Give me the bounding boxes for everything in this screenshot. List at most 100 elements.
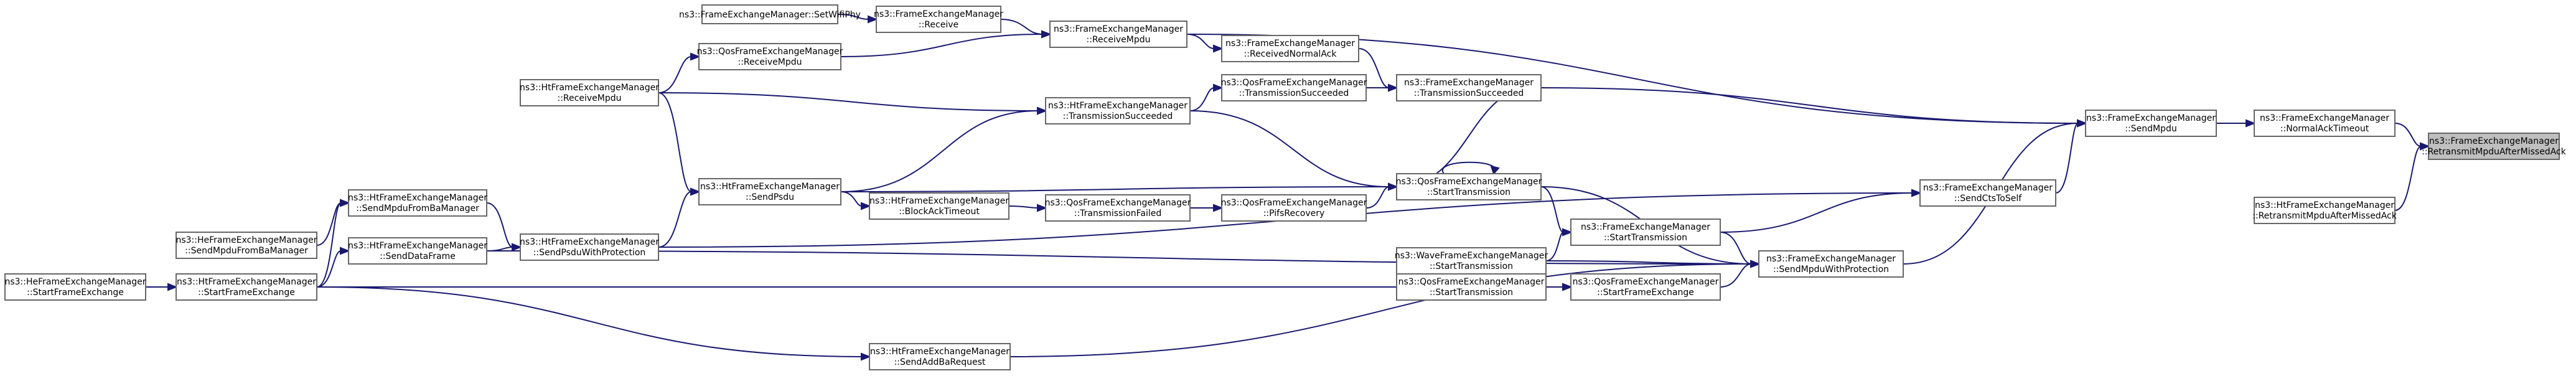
- graph-node[interactable]: ns3::FrameExchangeManager::ReceivedNorma…: [1221, 35, 1359, 62]
- node-box: [869, 343, 1011, 370]
- graph-edge: [658, 92, 701, 196]
- graph-node[interactable]: ns3::FrameExchangeManager::ReceiveMpdu: [1049, 21, 1187, 48]
- node-label-line1: ns3::HtFrameExchangeManager: [700, 182, 840, 192]
- graph-node[interactable]: ns3::FrameExchangeManager::Receive: [874, 6, 1003, 33]
- node-label-line2: ::NormalAckTimeout: [2280, 124, 2369, 134]
- node-label-line1: ns3::FrameExchangeManager: [1581, 222, 1710, 232]
- graph-node[interactable]: ns3::HtFrameExchangeManager::RetransmitM…: [2252, 197, 2397, 224]
- node-label-line2: ::StartFrameExchange: [198, 288, 295, 298]
- node-box: [1045, 97, 1191, 125]
- graph-node[interactable]: ns3::QosFrameExchangeManager::ReceiveMpd…: [697, 43, 843, 70]
- node-label-line1: ns3::FrameExchangeManager: [1923, 183, 2053, 193]
- node-box: [701, 4, 838, 24]
- graph-edge: [840, 182, 1398, 192]
- graph-node[interactable]: ns3::HtFrameExchangeManager::StartFrameE…: [176, 273, 317, 301]
- node-label-line2: ::SendDataFrame: [380, 251, 456, 261]
- node-box: [176, 232, 317, 259]
- graph-node[interactable]: ns3::HtFrameExchangeManager::ReceiveMpdu: [520, 79, 659, 106]
- node-box: [348, 237, 487, 265]
- node-label-line2: ::SendAddBaRequest: [894, 357, 986, 367]
- graph-node[interactable]: ns3::FrameExchangeManager::RetransmitMpd…: [2422, 133, 2567, 160]
- node-label-line1: ns3::FrameExchangeManager: [2260, 113, 2389, 123]
- node-box: [1919, 179, 2056, 207]
- node-label-line2: ::BlockAckTimeout: [899, 207, 980, 217]
- graph-node[interactable]: ns3::FrameExchangeManager::TransmissionS…: [1396, 74, 1542, 101]
- node-box: [1570, 273, 1721, 301]
- graph-node[interactable]: ns3::FrameExchangeManager::SendMpdu: [2085, 110, 2217, 137]
- node-label-line1: ns3::FrameExchangeManager: [2086, 113, 2216, 123]
- graph-edge: [2216, 119, 2256, 128]
- node-box: [2254, 197, 2396, 224]
- graph-node[interactable]: ns3::HeFrameExchangeManager::StartFrameE…: [4, 273, 146, 301]
- graph-edge: [2394, 142, 2430, 211]
- node-label-line2: ::ReceivedNormalAck: [1244, 49, 1337, 59]
- node-label-line1: ns3::HtFrameExchangeManager: [869, 196, 1009, 206]
- graph-node[interactable]: ns3::HtFrameExchangeManager::SendMpduFro…: [348, 189, 487, 217]
- node-label-line1: ns3::HtFrameExchangeManager: [348, 193, 487, 203]
- graph-node[interactable]: ns3::FrameExchangeManager::NormalAckTime…: [2254, 110, 2396, 137]
- graph-node[interactable]: ns3::QosFrameExchangeManager::Transmissi…: [1045, 194, 1191, 222]
- node-label-line1: ns3::HtFrameExchangeManager: [870, 347, 1009, 357]
- node-box: [1221, 194, 1367, 222]
- node-label-line1: ns3::FrameExchangeManager: [1054, 24, 1183, 34]
- node-label-line1: ns3::QosFrameExchangeManager: [697, 47, 843, 57]
- node-box: [698, 178, 841, 205]
- node-label-line1: ns3::QosFrameExchangeManager: [1396, 177, 1542, 187]
- node-box: [2254, 110, 2396, 137]
- graph-node[interactable]: ns3::QosFrameExchangeManager::PifsRecove…: [1221, 194, 1367, 222]
- graph-node[interactable]: ns3::FrameExchangeManager::StartTransmis…: [1570, 219, 1721, 246]
- node-label-line1: ns3::HeFrameExchangeManager: [4, 277, 146, 287]
- node-label-line1: ns3::FrameExchangeManager: [1225, 39, 1355, 49]
- graph-edge: [1190, 204, 1224, 212]
- graph-edge: [1186, 34, 1224, 53]
- graph-node[interactable]: ns3::QosFrameExchangeManager::StartFrame…: [1570, 273, 1721, 301]
- graph-edge: [317, 283, 1573, 291]
- graph-edge: [837, 14, 878, 24]
- graph-node[interactable]: ns3::FrameExchangeManager::SendCtsToSelf: [1919, 179, 2056, 207]
- graph-edge: [1441, 161, 1500, 175]
- graph-edge: [1540, 87, 2087, 128]
- graph-node[interactable]: ns3::QosFrameExchangeManager::Transmissi…: [1221, 74, 1367, 101]
- node-label-line1: ns3::HtFrameExchangeManager: [177, 277, 316, 287]
- node-box: [1396, 173, 1542, 200]
- node-box: [1221, 35, 1359, 62]
- node-box: [2428, 133, 2560, 160]
- node-label-line1: ns3::HtFrameExchangeManager: [2255, 200, 2394, 210]
- node-box: [876, 6, 1001, 33]
- graph-node[interactable]: ns3::HtFrameExchangeManager::SendPsdu: [698, 178, 841, 205]
- node-label-line1: ns3::FrameExchangeManager: [2429, 136, 2559, 146]
- graph-node[interactable]: ns3::HtFrameExchangeManager::SendPsduWit…: [520, 233, 659, 261]
- node-label-line2: ::TransmissionFailed: [1074, 209, 1162, 219]
- graph-edge: [486, 202, 522, 251]
- node-label-line2: ::PifsRecovery: [1263, 209, 1325, 219]
- node-label-line1: ns3::WaveFrameExchangeManager: [1395, 251, 1548, 261]
- graph-node[interactable]: ns3::HtFrameExchangeManager::SendDataFra…: [348, 237, 487, 265]
- node-label-line2: ::TransmissionSucceeded: [1239, 88, 1349, 98]
- graph-edge: [1189, 110, 1398, 191]
- node-label-line2: ::StartTransmission: [1427, 187, 1510, 197]
- graph-node[interactable]: ns3::WaveFrameExchangeManager::StartTran…: [1395, 247, 1548, 275]
- node-label-line1: ns3::QosFrameExchangeManager: [1573, 277, 1719, 287]
- node-label-line2: ::StartFrameExchange: [1597, 288, 1694, 298]
- node-label-line2: ::SendCtsToSelf: [1954, 194, 2022, 204]
- node-label-line2: ::SendMpduWithProtection: [1773, 265, 1889, 275]
- graph-edge: [2055, 119, 2087, 194]
- node-label-line2: ::Receive: [919, 20, 958, 30]
- graph-node[interactable]: ns3::QosFrameExchangeManager::StartTrans…: [1396, 273, 1547, 301]
- node-label-line2: ::StartFrameExchange: [27, 288, 124, 298]
- graph-node[interactable]: ns3::HtFrameExchangeManager::BlockAckTim…: [869, 192, 1009, 220]
- node-label-line2: ::SendMpduFromBaManager: [356, 204, 479, 214]
- node-label-line2: ::SendPsdu: [746, 192, 794, 202]
- node-box: [1396, 273, 1547, 301]
- graph-node[interactable]: ns3::HeFrameExchangeManager::SendMpduFro…: [176, 232, 317, 259]
- node-label-line1: ns3::HeFrameExchangeManager: [176, 235, 317, 245]
- graph-node[interactable]: ns3::HtFrameExchangeManager::SendAddBaRe…: [869, 343, 1011, 370]
- graph-node[interactable]: ns3::FrameExchangeManager::SendMpduWithP…: [1758, 250, 1904, 278]
- graph-node[interactable]: ns3::FrameExchangeManager::SetWifiPhy: [679, 4, 861, 24]
- graph-node[interactable]: ns3::QosFrameExchangeManager::StartTrans…: [1396, 173, 1542, 200]
- node-label-line1: ns3::HtFrameExchangeManager: [520, 237, 659, 247]
- graph-edge: [840, 106, 1047, 192]
- node-label-line2: ::SendMpduFromBaManager: [185, 246, 308, 256]
- graph-node[interactable]: ns3::HtFrameExchangeManager::Transmissio…: [1045, 97, 1191, 125]
